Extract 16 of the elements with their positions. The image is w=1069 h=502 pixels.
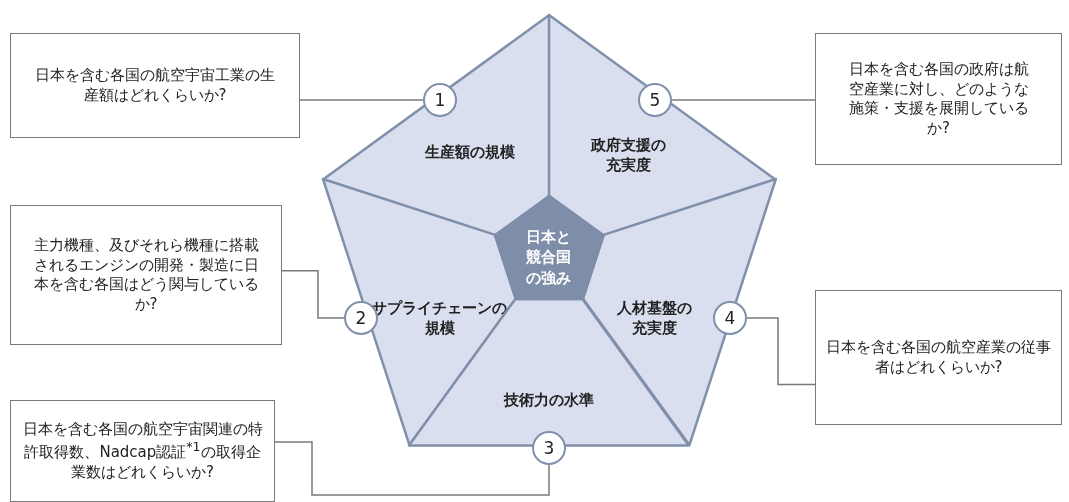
question-box: 主力機種、及びそれら機種に搭載されるエンジンの開発・製造に日本を含む各国はどう関与しているか? (10, 205, 282, 345)
question-box: 日本を含む各国の政府は航空産業に対し、どのような施策・支援を展開しているか? (815, 33, 1062, 165)
segment-label: 政府支援の充実度 (589, 134, 667, 176)
segment-label: 技術力の水準 (502, 389, 595, 411)
leader-line (746, 317, 816, 386)
callout-number: 3 (532, 431, 566, 465)
segment-label: 人材基盤の充実度 (616, 297, 694, 339)
leader-line (274, 441, 550, 496)
question-box: 日本を含む各国の航空宇宙関連の特許取得数、Nadcap認証$^{*1}$の取得企業数はどれくらいか? (10, 400, 275, 502)
question-box: 日本を含む各国の航空産業の従事者はどれくらいか? (815, 290, 1062, 425)
question-box: 日本を含む各国の航空宇宙工業の生産額はどれくらいか? (10, 33, 300, 138)
leader-line (299, 99, 424, 101)
leader-line (281, 270, 345, 319)
segment-label: 生産額の規模 (423, 141, 516, 163)
leader-line (671, 99, 816, 101)
center-label: 日本と競合国の強み (525, 226, 573, 288)
